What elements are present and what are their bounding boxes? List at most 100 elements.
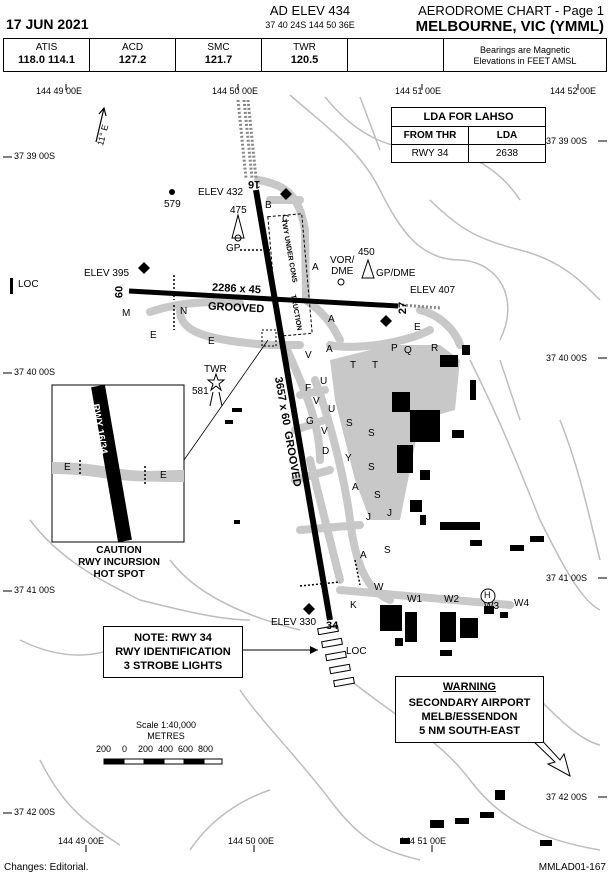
taxiway-label: A <box>360 550 367 561</box>
note-arrowhead <box>310 646 318 654</box>
aerodrome-elevation: AD ELEV 434 <box>269 3 351 18</box>
lat-left-4: 37 42 00S <box>14 807 56 817</box>
taxiway-label: V <box>313 396 320 407</box>
apron-w1: W1 <box>407 594 422 605</box>
lda-data-row: RWY 34 2638 <box>392 145 545 162</box>
elev-432: ELEV 432 <box>198 187 244 198</box>
inset-stop-bars <box>79 460 146 484</box>
lda-title: LDA FOR LAHSO <box>392 108 545 127</box>
lda-header-row: FROM THR LDA <box>392 127 545 145</box>
spot-height-475-label: 475 <box>230 205 247 216</box>
freq-twr: TWR 120.5 <box>262 39 348 71</box>
taxiway-label: S <box>346 418 353 429</box>
taxiway-label: T <box>350 360 357 371</box>
lon-top-3: 144 51 00E <box>395 86 442 96</box>
lon-top-1: 144 49 00E <box>36 86 83 96</box>
inset-runway <box>91 384 132 543</box>
localizer-boxes <box>317 624 355 688</box>
lon-top-4: 144 52 00E <box>550 86 597 96</box>
gp-label: GP <box>226 243 241 254</box>
taxiway-label: J <box>387 508 392 519</box>
beacon-symbols <box>138 188 392 615</box>
taxiway-label: U <box>320 376 328 387</box>
frequency-bar: ATIS 118.0 114.1 ACD 127.2 SMC 121.7 TWR… <box>3 38 607 72</box>
lon-bottom-2: 144 50 00E <box>228 836 275 846</box>
spot-height-579-label: 579 <box>164 199 181 210</box>
lat-left-1: 37 39 00S <box>14 151 56 161</box>
bearing-note: Bearings are Magnetic Elevations in FEET… <box>473 45 577 66</box>
taxiway-label: K <box>350 600 357 611</box>
stop-bars <box>173 249 361 587</box>
taxiway-label: V <box>321 426 328 437</box>
runway-0927 <box>128 288 399 309</box>
freq-spacer <box>348 39 444 71</box>
lat-left-2: 37 40 00S <box>14 367 56 377</box>
lon-bottom-3: 144 51 00E <box>400 836 447 846</box>
taxiway-label: A <box>352 482 359 493</box>
elev-407: ELEV 407 <box>410 285 456 296</box>
rwy-27-end: 27 <box>397 301 410 315</box>
scale-tick: 200 <box>96 744 112 754</box>
lat-left-3: 37 41 00S <box>14 585 56 595</box>
footer-changes: Changes: Editorial. <box>4 862 89 873</box>
spot-height-581-label: 581 <box>192 386 209 397</box>
lda-table: LDA FOR LAHSO FROM THR LDA RWY 34 2638 <box>391 107 546 163</box>
footer-code: MMLAD01-167 <box>538 862 606 873</box>
scale-tick: 600 <box>178 744 194 754</box>
taxiway-label: A <box>328 314 335 325</box>
gp-dme-label: GP/DME <box>376 268 416 279</box>
secondary-airport-warning: WARNING SECONDARY AIRPORT MELB/ESSENDON … <box>395 676 544 743</box>
lat-right-2: 37 40 00S <box>546 353 588 363</box>
taxiway-label: S <box>374 490 381 501</box>
approach-lights <box>236 99 441 310</box>
inset-taxiway-left: E <box>64 462 71 473</box>
lon-top-2: 144 50 00E <box>212 86 259 96</box>
scale-tick: 800 <box>198 744 214 754</box>
taxiway-label: P <box>391 343 398 354</box>
taxiway-label: D <box>322 446 330 457</box>
inset-leader <box>183 339 269 461</box>
roads <box>19 94 601 861</box>
taxiway-label: B <box>265 200 272 211</box>
lat-right-4: 37 42 00S <box>546 792 588 802</box>
airport-name: MELBOURNE, VIC (YMML) <box>415 18 604 35</box>
taxiway-label: G <box>306 416 314 427</box>
strobe-note: NOTE: RWY 34 RWY IDENTIFICATION 3 STROBE… <box>103 626 243 678</box>
taxiway-label: N <box>180 306 188 317</box>
runway-1634 <box>253 189 333 621</box>
apron-w3: W3 <box>484 601 499 612</box>
inset-taxiway-right: E <box>160 470 167 481</box>
elev-330: ELEV 330 <box>271 617 317 628</box>
loc-south-label: LOC <box>346 646 367 657</box>
heliport-label: H <box>484 590 491 600</box>
taxiway-label: V <box>305 350 312 361</box>
scale-unit: METRES <box>147 731 185 741</box>
taxiway-label: J <box>366 512 371 523</box>
twr-label: TWR <box>204 364 227 375</box>
construction-zone <box>267 213 313 337</box>
taxiway-label: R <box>431 343 439 354</box>
taxiway-label: C <box>282 214 290 225</box>
freq-smc: SMC 121.7 <box>176 39 262 71</box>
loc-left-label: LOC <box>18 279 39 290</box>
apron-w2: W2 <box>444 594 459 605</box>
scale-tick: 200 <box>138 744 154 754</box>
rwy-0927-dimensions: 2286 x 45 <box>211 281 262 297</box>
inset-source-box <box>261 329 277 347</box>
taxiway-label: M <box>122 308 131 319</box>
rwy-34-end: 34 <box>326 620 339 632</box>
spot-height-450-label: 450 <box>358 247 375 258</box>
taxiway-label: S <box>384 545 391 556</box>
taxiway-label: A <box>326 344 333 355</box>
scale-tick: 400 <box>158 744 174 754</box>
taxiway-label: T <box>372 360 379 371</box>
loc-left-marker <box>10 278 13 294</box>
scale-label: Scale 1:40,000 <box>135 720 197 730</box>
taxiway-label: Y <box>345 453 352 464</box>
lat-right-1: 37 39 00S <box>546 136 588 146</box>
chart-title: AERODROME CHART - Page 1 <box>418 3 604 18</box>
elev-395: ELEV 395 <box>84 268 130 279</box>
taxiway-label: E <box>208 336 215 347</box>
rwy-16-end: 16 <box>248 178 261 190</box>
rwy-09-end: 09 <box>112 285 125 299</box>
